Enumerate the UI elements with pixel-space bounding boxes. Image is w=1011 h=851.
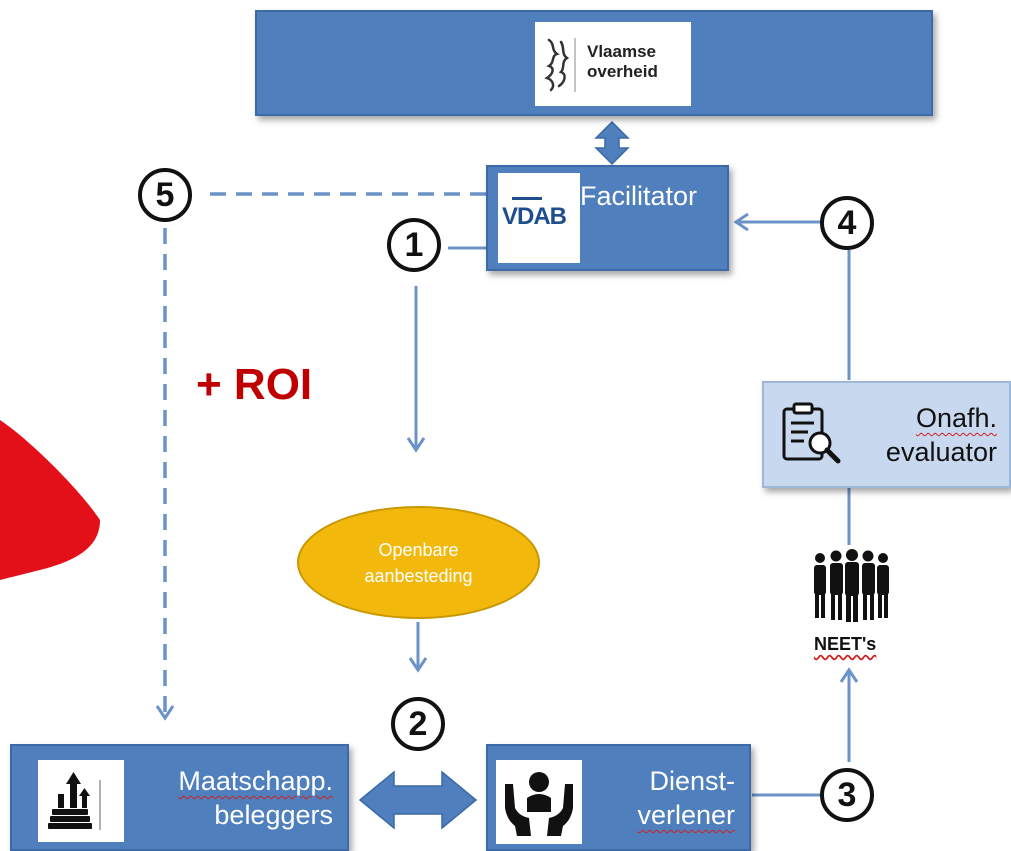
hands-support-icon xyxy=(505,772,573,836)
provider-box: Dienst- verlener xyxy=(486,744,751,851)
investors-label: Maatschapp. beleggers xyxy=(178,764,333,832)
money-growth-icon xyxy=(48,772,101,830)
evaluator-label: Onafh. evaluator xyxy=(886,401,997,469)
red-shape-decoration xyxy=(0,420,100,580)
step-5-circle: 5 xyxy=(138,168,192,222)
government-name-line1: Vlaamse xyxy=(587,42,656,61)
arrowhead-neets xyxy=(839,667,859,683)
government-logo-panel: Vlaamse overheid xyxy=(535,22,691,106)
provider-line1: Dienst- xyxy=(649,766,735,796)
step-2-circle: 2 xyxy=(391,697,445,751)
roi-label: + ROI xyxy=(196,360,313,409)
government-box: Vlaamse overheid xyxy=(255,10,933,116)
investors-box: Maatschapp. beleggers xyxy=(10,744,349,851)
government-name-line2: overheid xyxy=(587,62,658,81)
neets-label: NEET's xyxy=(814,634,877,654)
provider-icon-panel xyxy=(496,760,582,844)
provider-line2: verlener xyxy=(637,800,735,830)
investors-line2: beleggers xyxy=(214,800,333,830)
arrowhead-procurement xyxy=(406,437,426,453)
step-3-circle: 3 xyxy=(820,768,874,822)
investors-icon-panel xyxy=(38,760,124,842)
arrowhead-facilitator xyxy=(733,212,749,232)
evaluator-line1: Onafh. xyxy=(915,403,997,433)
step-4-circle: 4 xyxy=(820,196,874,250)
procurement-line1: Openbare xyxy=(378,539,459,560)
people-group-icon xyxy=(814,549,889,622)
provider-label: Dienst- verlener xyxy=(637,764,735,832)
double-arrow-government-facilitator xyxy=(594,120,630,166)
clipboard-search-icon xyxy=(782,402,841,464)
double-arrow-investors-provider xyxy=(358,770,478,830)
dashed-arrowhead-investors xyxy=(155,705,175,721)
facilitator-label: Facilitator xyxy=(580,181,698,211)
step-1-circle: 1 xyxy=(387,218,441,272)
evaluator-line2: evaluator xyxy=(885,437,997,467)
flemish-lion-icon xyxy=(544,38,576,92)
facilitator-box: VDAB Facilitator xyxy=(486,165,729,271)
vdab-logo-panel: VDAB xyxy=(498,173,580,263)
arrowhead-step-2 xyxy=(408,657,428,673)
investors-line1: Maatschapp. xyxy=(178,766,333,796)
vdab-logo-icon: VDAB xyxy=(502,197,567,231)
evaluator-box: Onafh. evaluator xyxy=(762,381,1011,488)
procurement-oval: Openbare aanbesteding xyxy=(297,506,540,619)
procurement-line2: aanbesteding xyxy=(364,565,473,586)
